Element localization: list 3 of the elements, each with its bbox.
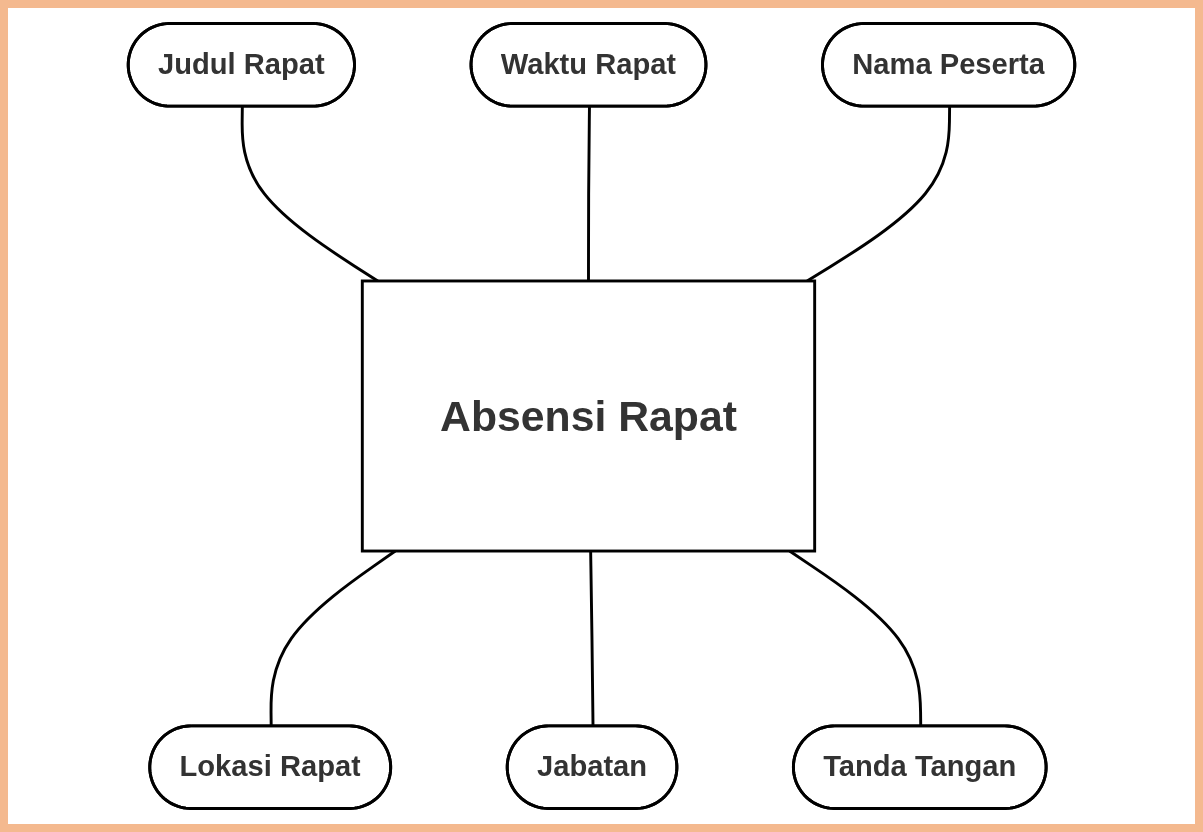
connector: [806, 107, 952, 283]
node-box: Absensi Rapat: [360, 279, 817, 553]
connector: [587, 107, 591, 281]
